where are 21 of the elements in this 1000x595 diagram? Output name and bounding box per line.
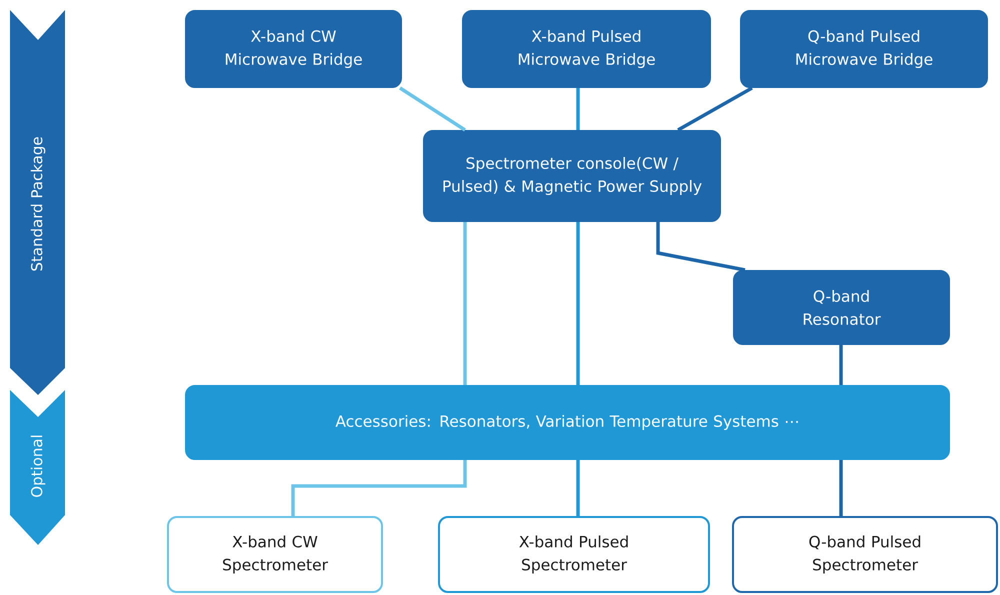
chevron-band: Optional — [10, 390, 65, 545]
process-box: Accessories: Resonators, Variation Temperature Systems ⋯ — [185, 385, 950, 460]
process-box: X-band Pulsed Microwave Bridge — [462, 10, 711, 88]
connector-line — [399, 86, 466, 132]
process-box: Q-band Resonator — [733, 270, 950, 345]
process-box: X-band CW Microwave Bridge — [185, 10, 402, 88]
connector-line — [576, 88, 580, 130]
connector-line — [576, 222, 580, 385]
connector-line — [463, 222, 467, 385]
result-box: X-band Pulsed Spectrometer — [438, 516, 710, 593]
connector-line — [576, 460, 580, 516]
process-box: Spectrometer console(CW / Pulsed) & Magnetic Power Supply — [423, 130, 721, 222]
result-box: Q-band Pulsed Spectrometer — [732, 516, 998, 593]
result-box: X-band CW Spectrometer — [167, 516, 383, 593]
connector-line — [839, 460, 843, 516]
connector-line — [677, 86, 753, 132]
connector-line — [656, 222, 746, 272]
connector-line — [291, 460, 467, 516]
connector-line — [839, 345, 843, 385]
process-box: Q-band Pulsed Microwave Bridge — [740, 10, 988, 88]
chevron-band: Standard Package — [10, 10, 65, 395]
